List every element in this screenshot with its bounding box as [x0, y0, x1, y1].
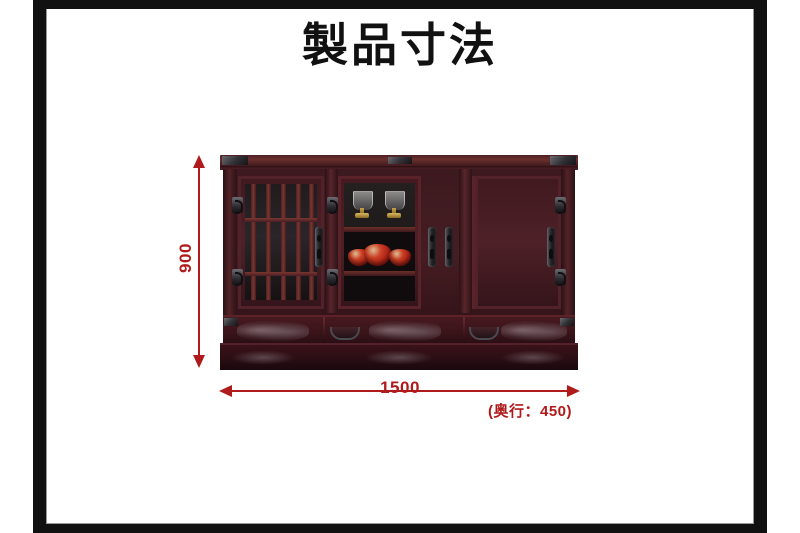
cabinet-base-plinth — [220, 343, 578, 370]
lattice-slat — [281, 184, 286, 300]
lattice-rail — [245, 218, 317, 222]
frame-inline-left — [46, 9, 47, 524]
width-arrow-right — [567, 385, 580, 397]
height-arrow-top — [193, 155, 205, 168]
door-lattice-left[interactable] — [238, 176, 324, 309]
lacquer-bowl — [389, 249, 411, 266]
center-iron-top — [388, 157, 412, 164]
hinge-icon — [232, 269, 243, 286]
goblet — [353, 191, 373, 221]
door-glass-center-left[interactable] — [338, 176, 421, 309]
cabinet-mullion-right — [459, 169, 472, 313]
frame-inline-right — [753, 9, 754, 524]
corner-iron-top-right — [550, 156, 576, 165]
lattice-slat — [296, 184, 301, 300]
drawer-divider — [323, 317, 325, 345]
lattice-glass-left — [245, 184, 317, 300]
door-handle[interactable] — [547, 227, 555, 267]
door-handle[interactable] — [445, 227, 453, 267]
lacquer-bowl — [364, 244, 391, 266]
lattice-rail — [245, 272, 317, 276]
height-arrow-bottom — [193, 355, 205, 368]
hinge-icon — [232, 197, 243, 214]
cabinet-carcass — [223, 169, 575, 341]
door-handle[interactable] — [315, 227, 323, 267]
carved-lower-band — [223, 315, 575, 345]
hinge-icon — [327, 197, 338, 214]
carving-motif — [501, 321, 567, 341]
lattice-slat — [309, 184, 314, 300]
base-carving-motif — [230, 350, 296, 365]
door-handle[interactable] — [428, 227, 436, 267]
width-dimension-label: 1500 — [380, 378, 420, 397]
cabinet-top-edge — [220, 166, 578, 170]
height-dimension-line — [198, 166, 200, 356]
cabinet-mullion-left — [325, 169, 338, 313]
frame-border-right — [754, 0, 767, 533]
width-dimension-line — [230, 390, 570, 392]
corner-iron-band-left — [224, 318, 238, 326]
hinge-icon — [555, 269, 566, 286]
product-image-cabinet — [220, 155, 578, 370]
frame-border-bottom — [33, 524, 767, 533]
drawer-divider — [463, 317, 465, 345]
door-lattice-right[interactable] — [475, 176, 561, 309]
width-arrow-left — [219, 385, 232, 397]
goblet — [385, 191, 405, 221]
display-shelf — [344, 227, 415, 232]
lattice-slat — [251, 184, 256, 300]
height-dimension-label: 900 — [176, 243, 195, 273]
shelf-cavity — [344, 276, 415, 301]
base-carving-motif — [500, 350, 566, 365]
frame-border-top — [33, 0, 767, 9]
page-title: 製品寸法 — [302, 20, 498, 71]
drawer-pull-handle[interactable] — [330, 327, 360, 340]
lattice-slat — [266, 184, 271, 300]
hinge-icon — [555, 197, 566, 214]
base-carving-motif — [364, 350, 434, 365]
drawer-pull-handle[interactable] — [469, 327, 499, 340]
corner-iron-top-left — [222, 156, 248, 165]
corner-iron-band-right — [560, 318, 574, 326]
frame-border-left — [33, 0, 46, 533]
frame-inline-bottom — [46, 523, 753, 524]
depth-dimension-label: (奥行：450) — [487, 403, 573, 420]
hinge-icon — [327, 269, 338, 286]
carving-motif — [369, 321, 441, 341]
carving-motif — [237, 321, 309, 341]
display-shelf — [344, 271, 415, 276]
glass-pane-center-left — [344, 183, 415, 301]
